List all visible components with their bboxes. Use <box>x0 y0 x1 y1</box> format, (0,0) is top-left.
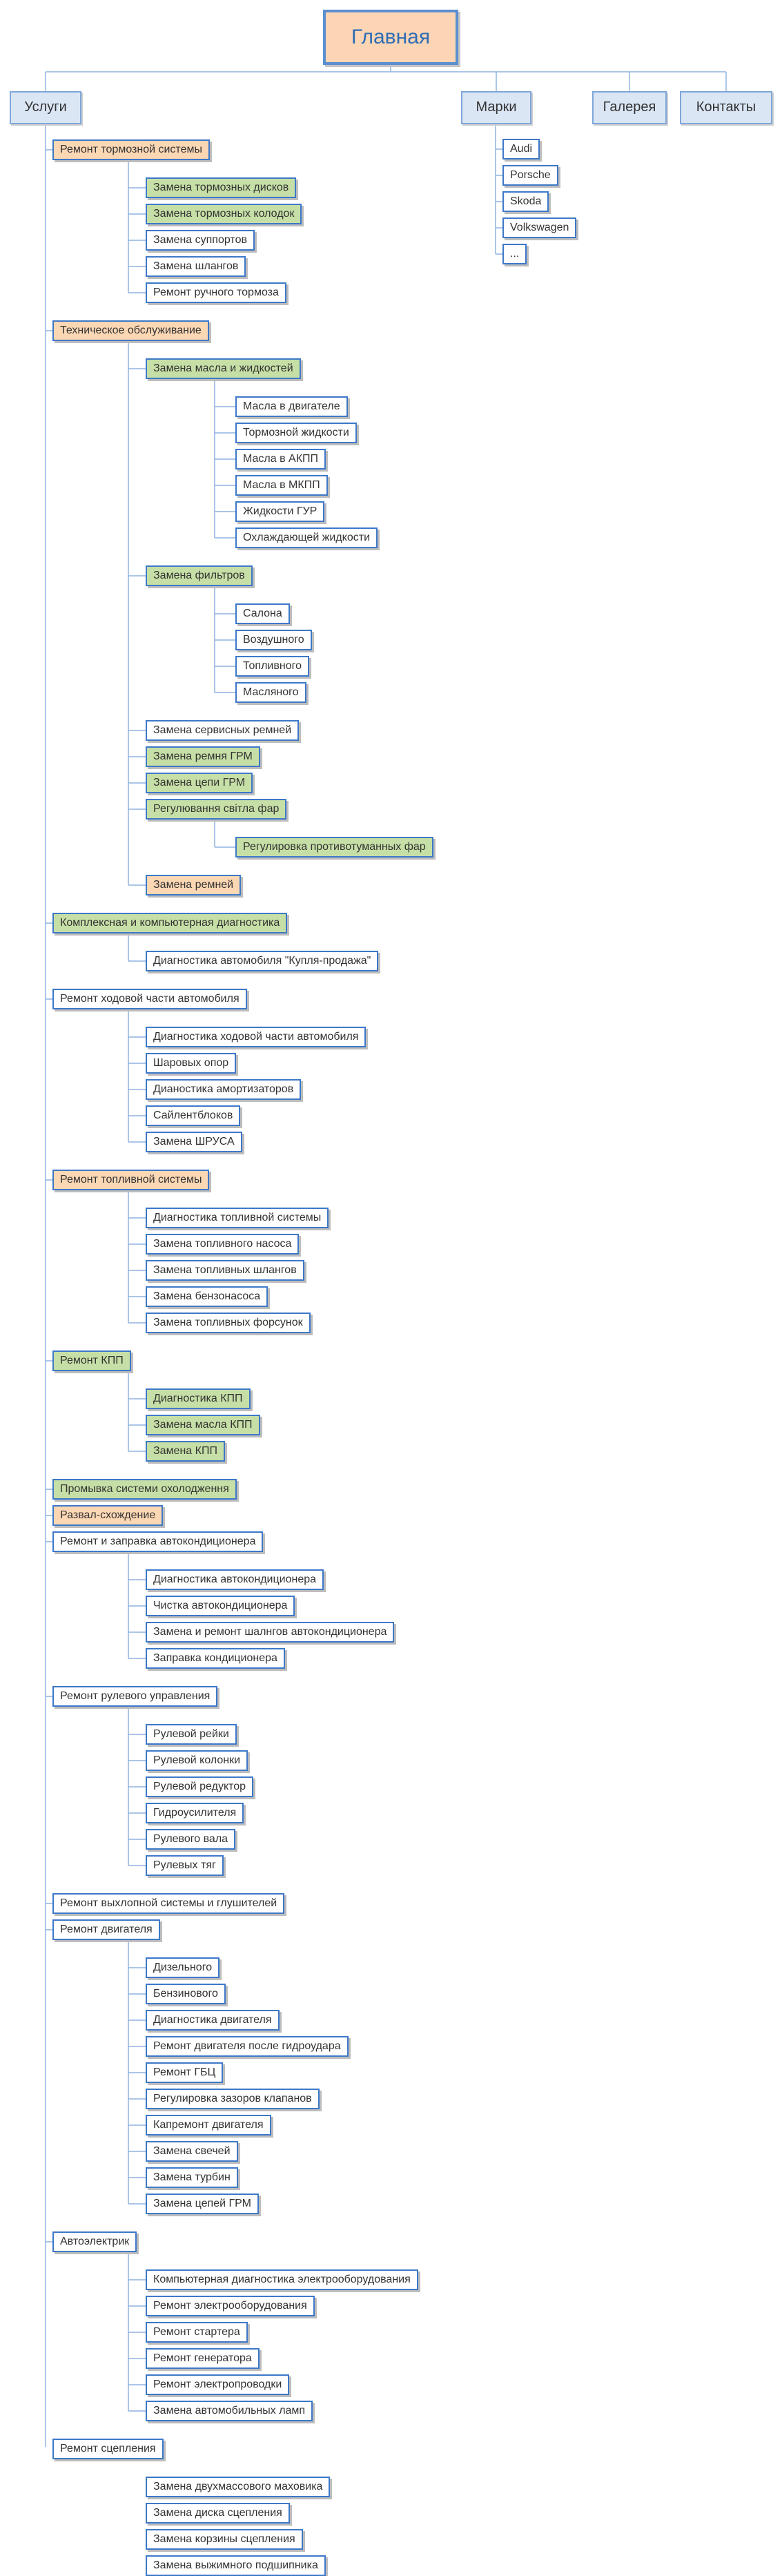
node-замена-цепи-грм[interactable]: Замена цепи ГРМ <box>146 773 253 793</box>
node-ремонт-электрооборудования[interactable]: Ремонт электрооборудования <box>146 2296 315 2316</box>
node-замена-фильтров[interactable]: Замена фильтров <box>146 565 253 586</box>
node-промывка-системи-охолодження[interactable]: Промывка системи охолодження <box>52 1479 237 1500</box>
node-замена-выжимного-подшипника[interactable]: Замена выжимного подшипника <box>146 2555 326 2576</box>
node-компьютерная-диагностика-электрооборудования[interactable]: Компьютерная диагностика электрооборудов… <box>146 2269 418 2290</box>
node-замена-шлангов[interactable]: Замена шлангов <box>146 256 246 277</box>
node-регулювання-світла-фар[interactable]: Регулювання світла фар <box>146 799 287 820</box>
node-капремонт-двигателя[interactable]: Капремонт двигателя <box>146 2115 271 2136</box>
node-audi[interactable]: Audi <box>502 139 540 159</box>
node-ремонт-топливной-системы[interactable]: Ремонт топливной системы <box>52 1170 210 1190</box>
node-регулировка-зазоров-клапанов[interactable]: Регулировка зазоров клапанов <box>146 2089 320 2109</box>
node-чистка-автокондиционера[interactable]: Чистка автокондиционера <box>146 1596 295 1616</box>
node-салона[interactable]: Салона <box>235 603 290 624</box>
node-замена-турбин[interactable]: Замена турбин <box>146 2167 238 2188</box>
node-автоэлектрик[interactable]: Автоэлектрик <box>52 2231 137 2252</box>
node-ремонт-гбц[interactable]: Ремонт ГБЦ <box>146 2062 224 2083</box>
node-замена-кпп[interactable]: Замена КПП <box>146 1441 225 1462</box>
nav-марки[interactable]: Марки <box>461 91 531 124</box>
node-замена-тормозных-колодок[interactable]: Замена тормозных колодок <box>146 204 302 224</box>
node-замена-автомобильных-ламп[interactable]: Замена автомобильных ламп <box>146 2401 313 2421</box>
node-замена-ремней[interactable]: Замена ремней <box>146 875 242 895</box>
node-техническое-обслуживание[interactable]: Техническое обслуживание <box>52 320 209 341</box>
node-porsche[interactable]: Porsche <box>502 165 558 186</box>
node-замена-шруса[interactable]: Замена ШРУСА <box>146 1132 242 1152</box>
node-ремонт-двигателя-после-гидроудара[interactable]: Ремонт двигателя после гидроудара <box>146 2036 349 2057</box>
node-гидроусилителя[interactable]: Гидроусилителя <box>146 1803 244 1823</box>
node-ремонт-тормозной-системы[interactable]: Ремонт тормозной системы <box>52 139 210 160</box>
node-регулировка-противотуманных-фар[interactable]: Регулировка противотуманных фар <box>235 837 433 858</box>
node-замена-масла-кпп[interactable]: Замена масла КПП <box>146 1415 260 1435</box>
node-масляного[interactable]: Масляного <box>235 682 306 703</box>
node-ремонт-ручного-тормоза[interactable]: Ремонт ручного тормоза <box>146 282 286 303</box>
node-дизельного[interactable]: Дизельного <box>146 1957 220 1978</box>
node-масла-в-акпп[interactable]: Масла в АКПП <box>235 449 326 469</box>
node-рулевого-вала[interactable]: Рулевого вала <box>146 1829 236 1850</box>
node-замена-топливных-форсунок[interactable]: Замена топливных форсунок <box>146 1313 311 1333</box>
node-диагностика-автокондиционера[interactable]: Диагностика автокондиционера <box>146 1569 324 1590</box>
node-ремонт-выхлопной-системы-и-глушителей[interactable]: Ремонт выхлопной системы и глушителей <box>52 1893 285 1914</box>
node-замена-свечей[interactable]: Замена свечей <box>146 2141 238 2162</box>
nav-услуги[interactable]: Услуги <box>10 91 81 124</box>
node-сайлентблоков[interactable]: Сайлентблоков <box>146 1105 241 1126</box>
node-рулевых-тяг[interactable]: Рулевых тяг <box>146 1855 224 1876</box>
node-масла-в-двигателе[interactable]: Масла в двигателе <box>235 396 348 417</box>
node-замена-цепей-грм[interactable]: Замена цепей ГРМ <box>146 2194 259 2214</box>
node-ремонт-и-заправка-автокондиционера[interactable]: Ремонт и заправка автокондиционера <box>52 1531 264 1552</box>
node-бензинового[interactable]: Бензинового <box>146 1984 226 2004</box>
node-диагностика-двигателя[interactable]: Диагностика двигателя <box>146 2010 280 2031</box>
node-ремонт-двигателя[interactable]: Ремонт двигателя <box>52 1919 160 1940</box>
node-ремонт-кпп[interactable]: Ремонт КПП <box>52 1350 131 1371</box>
node-рулевой-колонки[interactable]: Рулевой колонки <box>146 1750 248 1771</box>
node-дианостика-амортизаторов[interactable]: Дианостика амортизаторов <box>146 1079 302 1100</box>
node-volkswagen[interactable]: Volkswagen <box>502 217 577 238</box>
node-замена-и-ремонт-шалнгов-автокондиционера[interactable]: Замена и ремонт шалнгов автокондиционера <box>146 1622 395 1643</box>
node-охлаждающей-жидкости[interactable]: Охлаждающей жидкости <box>235 527 378 548</box>
node-рулевой-редуктор[interactable]: Рулевой редуктор <box>146 1776 254 1797</box>
node-воздушного[interactable]: Воздушного <box>235 630 312 650</box>
root-node[interactable]: Главная <box>323 10 458 65</box>
node-замена-масла-и-жидкостей[interactable]: Замена масла и жидкостей <box>146 358 301 379</box>
node-масла-в-мкпп[interactable]: Масла в МКПП <box>235 475 328 496</box>
node-тормозной-жидкости[interactable]: Тормозной жидкости <box>235 423 357 443</box>
node-замена-суппортов[interactable]: Замена суппортов <box>146 230 255 251</box>
node-замена-топливного-насоса[interactable]: Замена топливного насоса <box>146 1234 300 1255</box>
node-развал-схождение[interactable]: Развал-схождение <box>52 1505 164 1526</box>
connector-lines <box>45 65 727 2447</box>
node-замена-диска-сцепления[interactable]: Замена диска сцепления <box>146 2503 290 2524</box>
node-ремонт-рулевого-управления[interactable]: Ремонт рулевого управления <box>52 1686 218 1707</box>
node-ремонт-генератора[interactable]: Ремонт генератора <box>146 2348 260 2369</box>
node-диагностика-топливной-системы[interactable]: Диагностика топливной системы <box>146 1208 329 1228</box>
node-замена-сервисных-ремней[interactable]: Замена сервисных ремней <box>146 720 300 741</box>
node-комплексная-и-компьютерная-диагностика[interactable]: Комплексная и компьютерная диагностика <box>52 913 288 933</box>
node-ремонт-сцепления[interactable]: Ремонт сцепления <box>52 2439 164 2459</box>
node-диагностика-ходовой-части-автомобиля[interactable]: Диагностика ходовой части автомобиля <box>146 1027 366 1047</box>
nav-контакты[interactable]: Контакты <box>680 91 772 124</box>
node-ремонт-стартера[interactable]: Ремонт стартера <box>146 2322 248 2343</box>
node-топливного[interactable]: Топливного <box>235 656 309 677</box>
node-item[interactable]: ... <box>502 244 527 264</box>
node-ремонт-электропроводки[interactable]: Ремонт электропроводки <box>146 2374 290 2395</box>
node-диагностика-автомобиля-купля-продажа[interactable]: Диагностика автомобиля "Купля-продажа" <box>146 951 379 971</box>
node-замена-тормозных-дисков[interactable]: Замена тормозных дисков <box>146 177 297 198</box>
node-замена-топливных-шлангов[interactable]: Замена топливных шлангов <box>146 1260 304 1281</box>
node-замена-корзины-сцепления[interactable]: Замена корзины сцепления <box>146 2529 303 2550</box>
node-замена-двухмассового-маховика[interactable]: Замена двухмассового маховика <box>146 2477 331 2497</box>
node-жидкости-гур[interactable]: Жидкости ГУР <box>235 501 325 522</box>
node-шаровых-опор[interactable]: Шаровых опор <box>146 1053 237 1074</box>
node-замена-ремня-грм[interactable]: Замена ремня ГРМ <box>146 746 260 767</box>
node-заправка-кондиционера[interactable]: Заправка кондиционера <box>146 1648 285 1669</box>
node-рулевой-рейки[interactable]: Рулевой рейки <box>146 1724 237 1745</box>
node-skoda[interactable]: Skoda <box>502 191 549 212</box>
node-ремонт-ходовой-части-автомобиля[interactable]: Ремонт ходовой части автомобиля <box>52 989 247 1009</box>
node-замена-бензонасоса[interactable]: Замена бензонасоса <box>146 1286 268 1307</box>
nav-галерея[interactable]: Галерея <box>592 91 667 124</box>
node-диагностика-кпп[interactable]: Диагностика КПП <box>146 1388 251 1409</box>
